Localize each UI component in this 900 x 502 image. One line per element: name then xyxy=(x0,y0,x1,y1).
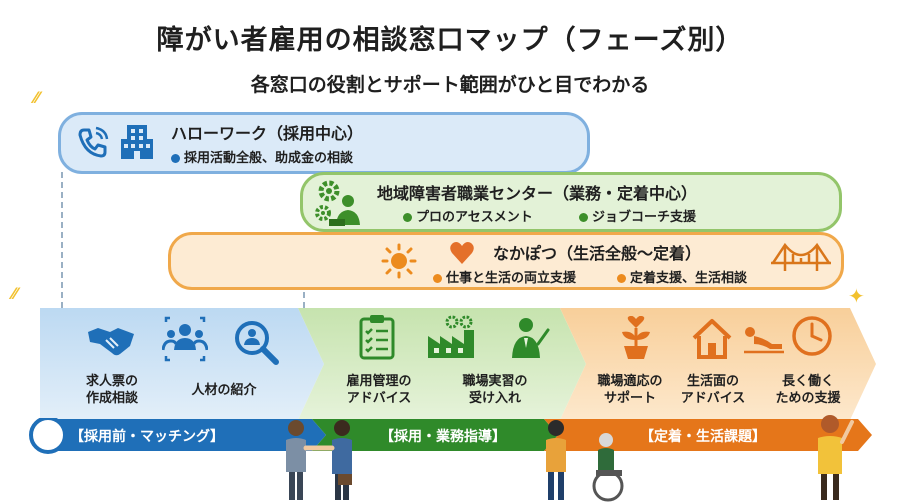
nakapotsu-item-text: 仕事と生活の両立支援 xyxy=(446,271,577,286)
handshake-figures-icon xyxy=(286,420,352,500)
phase-item-label: 人材の紹介 xyxy=(191,383,257,398)
phase-arrows: 求人票の 作成相談 人材の紹介 xyxy=(0,308,900,426)
guide-line xyxy=(61,172,63,308)
center-item: ジョブコーチ支援 xyxy=(579,206,696,225)
phone-icon xyxy=(75,125,109,163)
hellowork-item-text: 採用活動全般、助成金の相談 xyxy=(184,151,354,166)
band-label-1: 【採用前・マッチング】 xyxy=(70,429,224,445)
sparkle-icon: ⁄⁄ xyxy=(34,88,40,107)
band-segment-1 xyxy=(48,419,326,451)
band-segment-3 xyxy=(544,419,872,451)
sparkle-icon: ⁄⁄ xyxy=(12,284,18,303)
phase-item-label: 職場実習の 受け入れ xyxy=(462,374,528,406)
phase-item-label: 職場適応の サポート xyxy=(597,374,663,406)
hellowork-box: ハローワーク（採用中心） 採用活動全般、助成金の相談 xyxy=(58,112,590,174)
gears-icon xyxy=(315,179,361,231)
sun-icon xyxy=(381,243,417,283)
nakapotsu-item-text: 定着支援、生活相談 xyxy=(630,271,748,286)
band-label-2: 【採用・業務指導】 xyxy=(380,429,506,445)
band-label-3: 【定着・生活課題】 xyxy=(640,429,766,445)
sparkle-icon: ✦ xyxy=(848,284,865,308)
hellowork-name: ハローワーク（採用中心） xyxy=(171,124,364,143)
nakapotsu-name: なかぽつ（生活全般〜定着） xyxy=(493,244,702,263)
center-box: 地域障害者職業センター（業務・定着中心） プロのアセスメント ジョブコーチ支援 xyxy=(300,172,842,232)
phase-item-label: 生活面の アドバイス xyxy=(680,374,746,406)
building-icon xyxy=(119,121,155,165)
nakapotsu-item: 定着支援、生活相談 xyxy=(617,267,747,286)
hellowork-item: 採用活動全般、助成金の相談 xyxy=(171,147,353,166)
center-name: 地域障害者職業センター（業務・定着中心） xyxy=(377,184,698,203)
bridge-icon xyxy=(771,241,831,279)
center-item-text: ジョブコーチ支援 xyxy=(592,210,697,225)
nakapotsu-item: 仕事と生活の両立支援 xyxy=(433,267,576,286)
phase-item-label: 求人票の 作成相談 xyxy=(85,374,138,406)
phase-band xyxy=(29,418,872,454)
phase-arrow-2 xyxy=(298,308,586,420)
nakapotsu-box: なかぽつ（生活全般〜定着） 仕事と生活の両立支援 定着支援、生活相談 xyxy=(168,232,844,290)
phase-item-label: 雇用管理の アドバイス xyxy=(346,374,412,406)
timeline-start-icon xyxy=(29,418,67,454)
heart-icon xyxy=(449,241,475,269)
center-item-text: プロのアセスメント xyxy=(416,210,533,225)
band-segment-2 xyxy=(312,419,558,451)
page-title: 障がい者雇用の相談窓口マップ（フェーズ別） xyxy=(156,25,744,56)
support-figures-icon xyxy=(546,420,624,502)
center-item: プロのアセスメント xyxy=(403,206,533,225)
page-subtitle: 各窓口の役割とサポート範囲がひと目でわかる xyxy=(250,74,650,96)
phase-item-label: 長く働く ための支援 xyxy=(775,374,841,406)
woman-pointing-icon xyxy=(818,415,854,500)
